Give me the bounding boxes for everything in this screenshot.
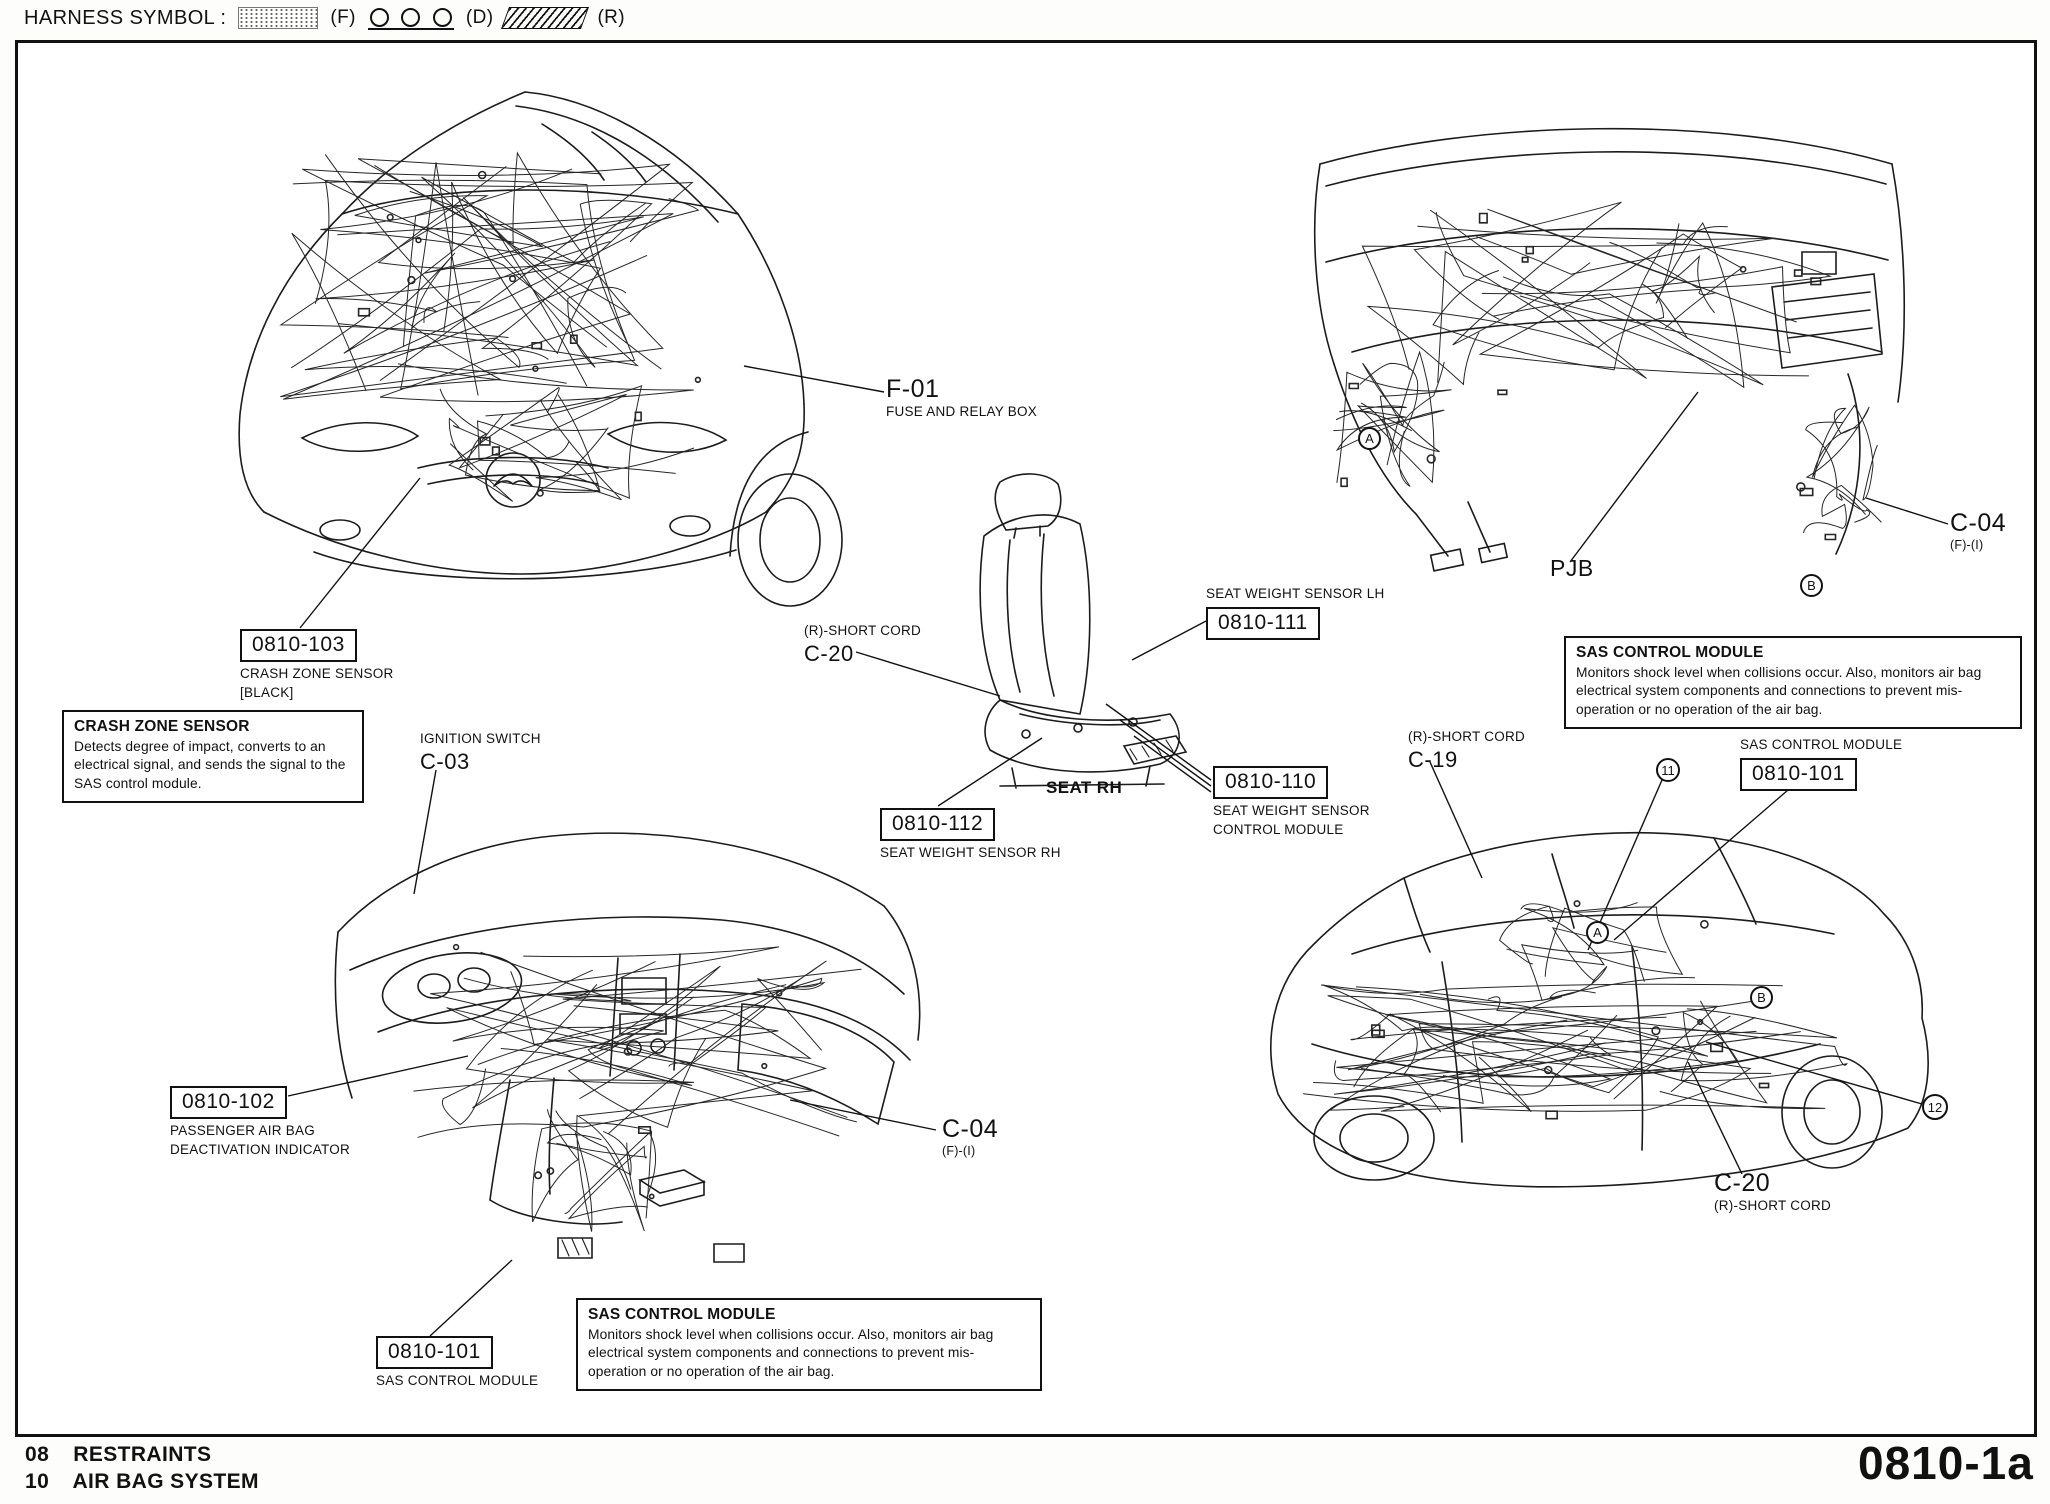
- sas-car-caption: SAS CONTROL MODULE: [1740, 737, 1903, 752]
- footer-section-number-2: 10: [25, 1470, 50, 1493]
- sas-car-code: 0810-101: [1740, 757, 1857, 791]
- c20-seat-caption: (R)-SHORT CORD: [804, 623, 921, 638]
- callout-c19: (R)-SHORT CORD C-19: [1408, 728, 1525, 771]
- sas-bottom-code: 0810-101: [376, 1336, 493, 1370]
- crash-zone-sensor-caption-1: CRASH ZONE SENSOR: [240, 666, 394, 682]
- sas-info-right-title: SAS CONTROL MODULE: [1576, 644, 1764, 661]
- f01-code: F-01: [886, 375, 940, 403]
- c20-car-code: C-20: [1714, 1169, 1771, 1197]
- seat-weight-control-caption-2: CONTROL MODULE: [1213, 821, 1344, 837]
- callout-0810-112: 0810-112 SEAT WEIGHT SENSOR RH: [880, 808, 1061, 862]
- ignition-switch-caption: IGNITION SWITCH: [420, 731, 541, 746]
- sas-bottom-caption: SAS CONTROL MODULE: [376, 1373, 539, 1389]
- callout-c20-seat: (R)-SHORT CORD C-20: [804, 622, 921, 665]
- harness-pattern-r-swatch: [501, 7, 590, 29]
- circle-number-12: 12: [1922, 1094, 1948, 1120]
- ignition-switch-code: C-03: [420, 748, 470, 774]
- seat-weight-sensor-lh-code: 0810-111: [1206, 606, 1320, 640]
- harness-pattern-r-label: (R): [597, 7, 626, 28]
- footer-section-airbag: 10 AIR BAG SYSTEM: [25, 1470, 259, 1494]
- circle-number-11: 11: [1656, 758, 1680, 782]
- callout-c20-car: C-20 (R)-SHORT CORD: [1714, 1170, 1831, 1215]
- callout-0810-111: SEAT WEIGHT SENSOR LH 0810-111: [1206, 585, 1385, 640]
- footer-section-number-1: 08: [25, 1443, 50, 1466]
- callout-ignition-switch: IGNITION SWITCH C-03: [420, 730, 541, 773]
- crash-zone-info-title: CRASH ZONE SENSOR: [74, 718, 250, 735]
- crash-zone-info-box: CRASH ZONE SENSOR Detects degree of impa…: [62, 710, 364, 804]
- sas-info-bottom-body: Monitors shock level when collisions occ…: [588, 1327, 994, 1379]
- callout-c04-left: C-04 (F)-(I): [942, 1115, 999, 1159]
- passenger-airbag-indicator-code: 0810-102: [170, 1086, 287, 1120]
- passenger-airbag-indicator-caption-1: PASSENGER AIR BAG: [170, 1123, 316, 1139]
- circle-a-dash-right: A: [1358, 427, 1381, 450]
- sas-info-box-bottom: SAS CONTROL MODULE Monitors shock level …: [576, 1298, 1042, 1392]
- pjb-label: PJB: [1550, 555, 1594, 581]
- car-body-illustration: [1192, 782, 1976, 1240]
- footer-section-title-1: RESTRAINTS: [73, 1443, 212, 1466]
- circle-b-car: B: [1750, 986, 1773, 1009]
- harness-pattern-d-label: (D): [465, 7, 494, 28]
- crash-zone-sensor-caption-2: [BLACK]: [240, 684, 294, 700]
- circle-a-car: A: [1586, 921, 1609, 944]
- c19-caption: (R)-SHORT CORD: [1408, 729, 1525, 744]
- callout-0810-102: 0810-102 PASSENGER AIR BAG DEACTIVATION …: [170, 1086, 350, 1159]
- c04-right-code: C-04: [1950, 509, 2007, 537]
- footer-section-restraints: 08 RESTRAINTS: [25, 1443, 211, 1467]
- crash-zone-sensor-code: 0810-103: [240, 629, 357, 663]
- seat-weight-sensor-lh-caption: SEAT WEIGHT SENSOR LH: [1206, 586, 1385, 601]
- seat-weight-control-caption-1: SEAT WEIGHT SENSOR: [1213, 803, 1370, 819]
- crash-zone-info-body: Detects degree of impact, converts to an…: [74, 739, 346, 791]
- footer-section-title-2: AIR BAG SYSTEM: [72, 1470, 259, 1493]
- sas-info-right-body: Monitors shock level when collisions occ…: [1576, 665, 1982, 717]
- c04-left-sub: (F)-(I): [942, 1144, 976, 1159]
- callout-0810-101-bottom: 0810-101 SAS CONTROL MODULE: [376, 1336, 538, 1390]
- engine-bay-illustration: [190, 82, 850, 647]
- sas-info-box-right: SAS CONTROL MODULE Monitors shock level …: [1564, 636, 2022, 730]
- dashboard-left-illustration: [322, 808, 942, 1300]
- seat-weight-sensor-rh-caption: SEAT WEIGHT SENSOR RH: [880, 845, 1061, 861]
- harness-pattern-f-label: (F): [330, 7, 356, 28]
- c04-right-sub: (F)-(I): [1950, 538, 1984, 553]
- seat-weight-control-code: 0810-110: [1213, 766, 1329, 800]
- page-id: 0810-1a: [1858, 1437, 2034, 1489]
- c04-left-code: C-04: [942, 1115, 999, 1143]
- sas-info-bottom-title: SAS CONTROL MODULE: [588, 1306, 776, 1323]
- harness-symbol-legend: HARNESS SYMBOL : (F) (D) (R): [24, 2, 625, 34]
- seat-rh-label: SEAT RH: [1046, 778, 1123, 797]
- dashboard-right-illustration: [1292, 102, 1922, 607]
- c20-car-caption: (R)-SHORT CORD: [1714, 1198, 1831, 1214]
- c19-code: C-19: [1408, 746, 1458, 772]
- circle-b-dash-right: B: [1800, 574, 1823, 597]
- callout-0810-103: 0810-103 CRASH ZONE SENSOR [BLACK]: [240, 629, 394, 702]
- f01-caption: FUSE AND RELAY BOX: [886, 404, 1038, 420]
- harness-symbol-label: HARNESS SYMBOL :: [24, 6, 227, 29]
- callout-f01: F-01 FUSE AND RELAY BOX: [886, 376, 1037, 421]
- c20-seat-code: C-20: [804, 640, 854, 666]
- callout-0810-101-car: SAS CONTROL MODULE 0810-101: [1740, 736, 1902, 791]
- harness-pattern-d-swatch: [367, 6, 454, 30]
- callout-0810-110: 0810-110 SEAT WEIGHT SENSOR CONTROL MODU…: [1213, 766, 1370, 839]
- seat-illustration: [928, 462, 1220, 802]
- passenger-airbag-indicator-caption-2: DEACTIVATION INDICATOR: [170, 1141, 351, 1157]
- callout-c04-right: C-04 (F)-(I): [1950, 509, 2007, 553]
- seat-weight-sensor-rh-code: 0810-112: [880, 808, 996, 842]
- harness-pattern-f-swatch: [238, 7, 319, 29]
